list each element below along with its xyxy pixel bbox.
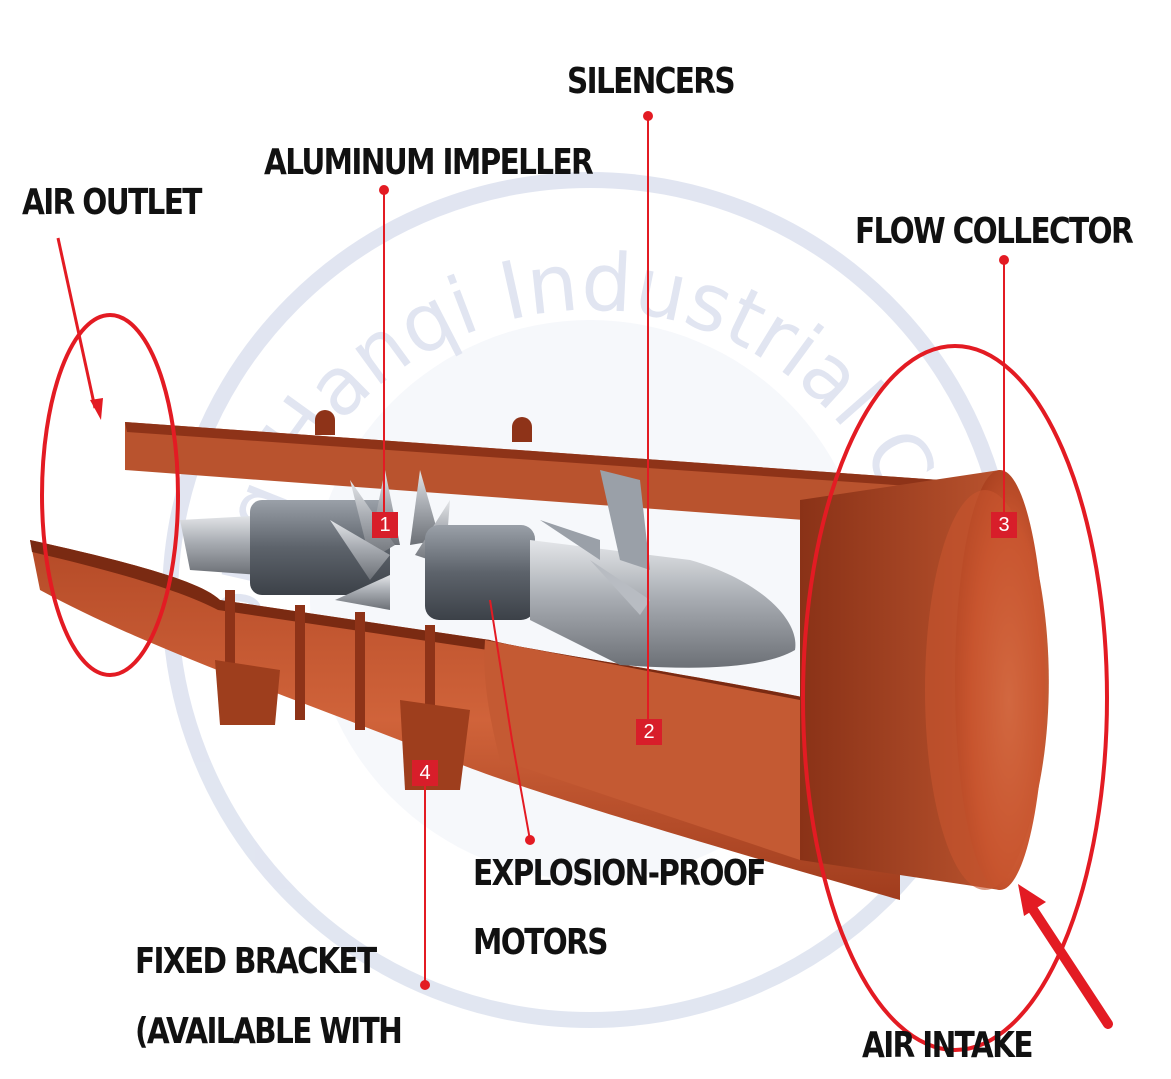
label-fixed-bracket-line2: (AVAILABLE WITH bbox=[135, 1014, 401, 1050]
label-explosion-proof-line1: EXPLOSION-PROOF bbox=[473, 856, 765, 892]
label-air-intake: AIR INTAKE bbox=[862, 1028, 1032, 1064]
badge-4: 4 bbox=[412, 760, 438, 786]
label-flow-collector: FLOW COLLECTOR bbox=[855, 214, 1132, 250]
badge-3: 3 bbox=[991, 512, 1017, 538]
badge-2: 2 bbox=[636, 719, 662, 745]
label-air-outlet: AIR OUTLET bbox=[22, 185, 201, 221]
label-aluminum-impeller: ALUMINUM IMPELLER bbox=[264, 145, 592, 181]
label-silencers: SILENCERS bbox=[567, 64, 734, 100]
outlet-arrow bbox=[58, 238, 103, 420]
badge-1: 1 bbox=[372, 512, 398, 538]
label-fixed-bracket-line1: FIXED BRACKET bbox=[135, 944, 375, 980]
label-explosion-proof-line2: MOTORS bbox=[473, 925, 607, 961]
